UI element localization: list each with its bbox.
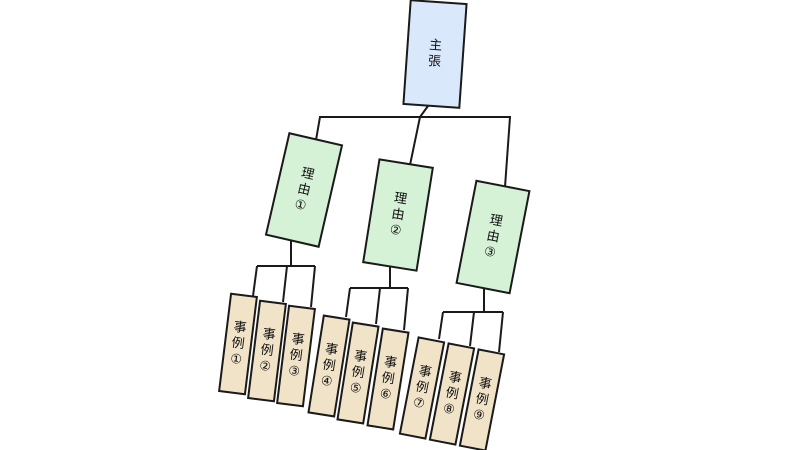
reason-3-to-example-2-line <box>469 311 475 347</box>
example-6-node-label-char: ⑥ <box>379 386 393 403</box>
example-1-node-box <box>218 292 258 396</box>
reason-1-node-label-char: 理 <box>300 166 316 184</box>
reason-3-node-label-char: ③ <box>483 244 497 261</box>
example-3-node: 事例③ <box>276 304 316 408</box>
reason-3-to-example-1-line <box>438 311 444 340</box>
example-8-node-label-char: 例 <box>444 385 460 402</box>
example-9-node-label-char: ⑨ <box>472 407 486 424</box>
example-2-node: 事例② <box>247 299 287 403</box>
example-3-node-label-char: ③ <box>287 364 300 380</box>
example-4-node-label-char: 例 <box>321 358 336 375</box>
claim-box-node-label-char: 張 <box>427 54 441 70</box>
example-2-node-label-char: ② <box>258 359 271 375</box>
example-5-node-label-char: 例 <box>350 365 365 382</box>
claim-to-reason-2-line <box>409 116 421 166</box>
reason-2-node-label-char: 由 <box>390 207 405 224</box>
example-8-node: 事例⑧ <box>428 342 476 446</box>
example-4-node-box <box>307 314 351 418</box>
example-6-node: 事例⑥ <box>366 327 410 431</box>
reason-1-node-box <box>264 132 344 248</box>
claim-box-node: 主張 <box>402 0 468 109</box>
reason-1-to-example-2-line <box>282 265 288 303</box>
claim-to-reason-1-line <box>315 105 429 141</box>
example-1-node-label-char: ① <box>229 352 242 368</box>
example-5-node-label-char: ⑤ <box>349 380 363 397</box>
example-5-node-label-char: 事 <box>353 349 368 366</box>
example-8-node-label-char: 事 <box>447 370 463 387</box>
example-8-node-box <box>428 342 476 446</box>
reason-2-to-example-1-line <box>345 287 351 318</box>
example-3-node-label-char: 事 <box>291 332 306 348</box>
example-7-node-label-char: 例 <box>414 379 430 396</box>
example-8-node-label-char: ⑧ <box>442 401 456 418</box>
reason-1-to-example-3-line <box>310 265 316 308</box>
reason-3-node: 理由③ <box>455 179 531 295</box>
example-9-node-box <box>458 348 506 450</box>
example-6-node-label-char: 事 <box>383 355 398 372</box>
reason-1-to-example-1-line <box>252 265 258 297</box>
example-5-node-box <box>336 321 380 425</box>
example-1-node-label-char: 事 <box>233 320 248 336</box>
example-1-node: 事例① <box>218 292 258 396</box>
example-7-node-label-char: 事 <box>417 364 433 381</box>
claim-box-node-box <box>402 0 468 109</box>
reason-2-node-label-char: 理 <box>393 191 408 208</box>
reason-2-to-example-2-line <box>375 287 381 325</box>
example-7-node-box <box>398 336 446 440</box>
example-9-node-label-char: 例 <box>474 391 490 408</box>
reason-3-to-example-3-line <box>498 311 504 353</box>
reason-2-node-box <box>362 158 434 272</box>
example-1-node-label-char: 例 <box>231 336 246 352</box>
reason-1-node: 理由① <box>264 132 344 248</box>
reason-3-node-label-char: 由 <box>485 228 501 245</box>
reason-1-node-label-char: 由 <box>296 181 312 199</box>
example-2-node-label-char: 例 <box>260 343 275 359</box>
reason-1-node-label-char: ① <box>293 197 308 214</box>
example-4-node-label-char: ④ <box>320 373 334 390</box>
reason-2-node-label-char: ② <box>389 222 403 239</box>
reason-2-node: 理由② <box>362 158 434 272</box>
example-5-node: 事例⑤ <box>336 321 380 425</box>
example-2-node-label-char: 事 <box>262 327 277 343</box>
example-3-node-box <box>276 304 316 408</box>
claim-box-node-label-char: 主 <box>429 38 443 54</box>
reason-3-node-label-char: 理 <box>488 213 504 230</box>
reason-3-node-box <box>455 179 531 295</box>
reason-2-to-example-3-line <box>403 287 409 331</box>
example-6-node-box <box>366 327 410 431</box>
example-9-node-label-char: 事 <box>477 376 493 393</box>
example-2-node-box <box>247 299 287 403</box>
example-7-node: 事例⑦ <box>398 336 446 440</box>
example-7-node-label-char: ⑦ <box>412 395 426 412</box>
connector-lines <box>252 105 512 353</box>
example-9-node: 事例⑨ <box>458 348 506 450</box>
example-3-node-label-char: 例 <box>289 348 304 364</box>
example-4-node-label-char: 事 <box>324 342 339 359</box>
claim-to-reason-3-line <box>420 116 512 188</box>
example-6-node-label-char: 例 <box>380 371 395 388</box>
example-4-node: 事例④ <box>307 314 351 418</box>
